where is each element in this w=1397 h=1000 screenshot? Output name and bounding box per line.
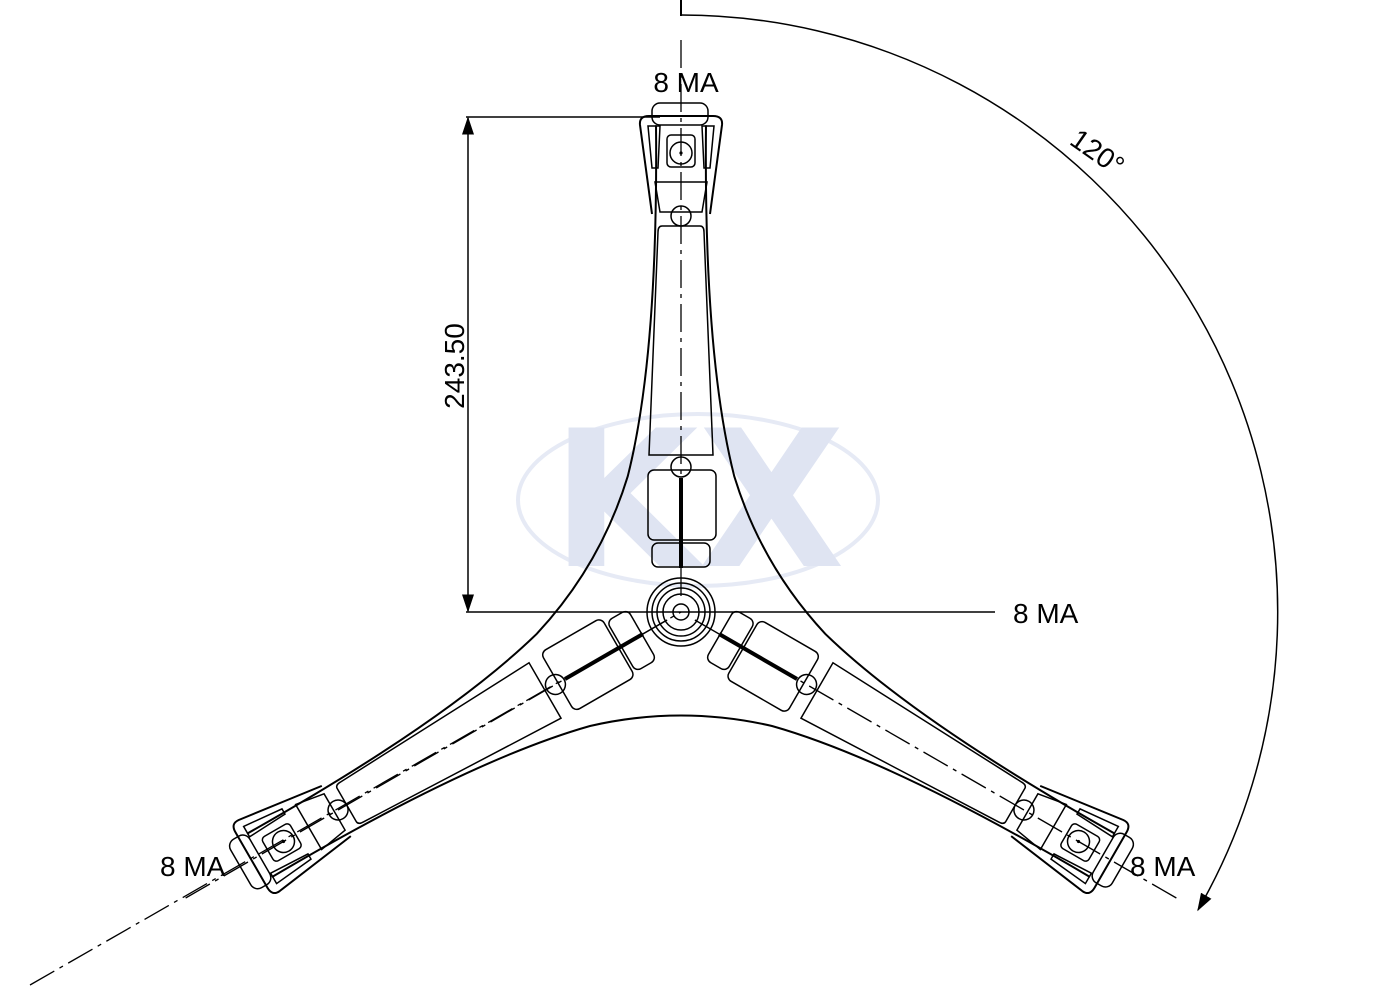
thread-label-left: 8 MA — [160, 851, 226, 882]
thread-label-top: 8 MA — [653, 67, 719, 98]
watermark-logo: KX — [516, 390, 880, 611]
arm-left — [163, 580, 694, 936]
thread-label-center: 8 MA — [1013, 598, 1079, 629]
watermark-logo-text: KX — [551, 390, 845, 611]
height-dimension-label: 243.50 — [439, 323, 470, 409]
height-dimension: 243.50 — [439, 116, 995, 613]
arm-right — [668, 580, 1199, 936]
angle-label: 120° — [1065, 123, 1130, 182]
thread-label-right: 8 MA — [1130, 851, 1196, 882]
centerline — [29, 611, 682, 986]
